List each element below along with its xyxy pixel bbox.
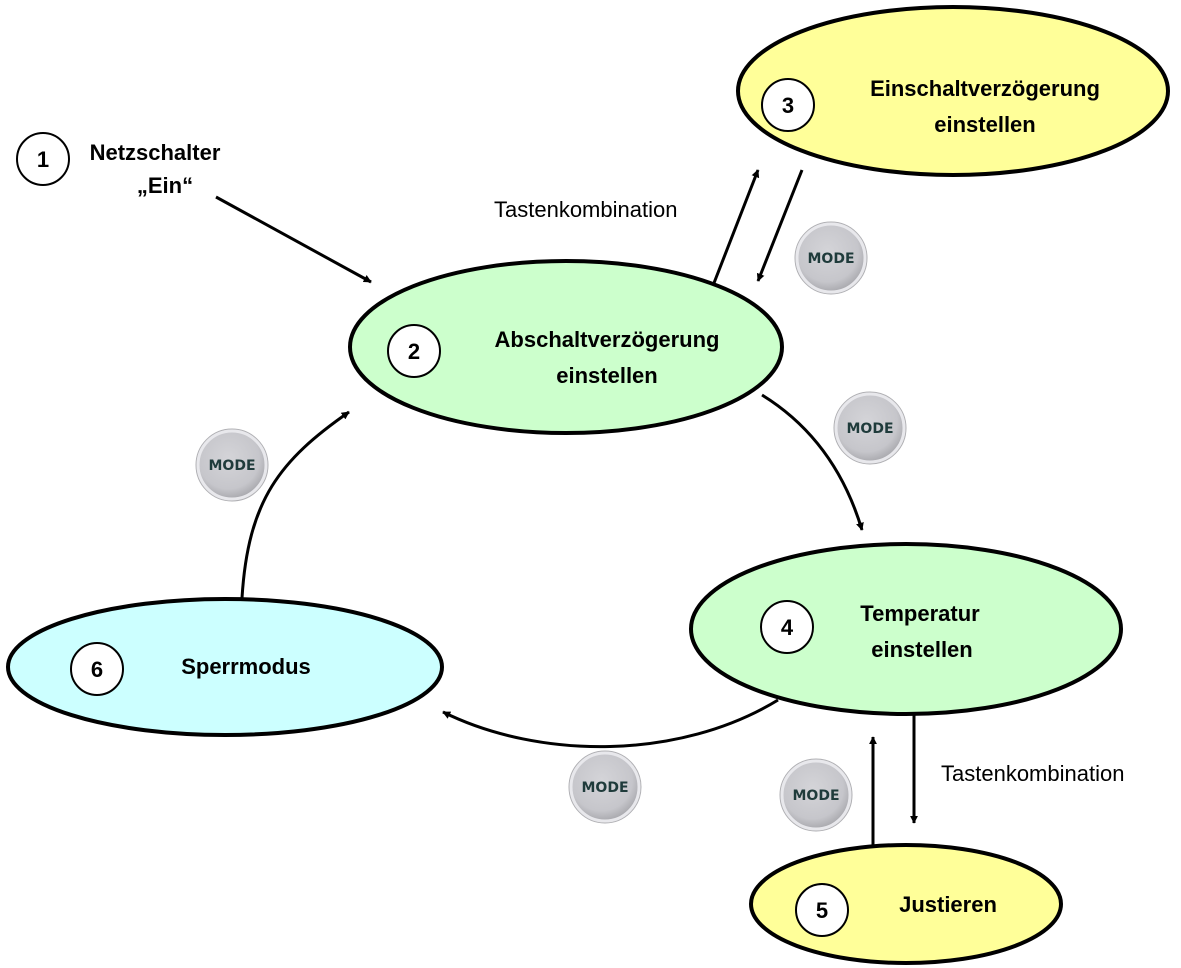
state-2-label-line2: einstellen	[556, 363, 657, 388]
step-3-circle	[761, 78, 815, 132]
step-4-circle	[760, 600, 814, 654]
arrow-4-to-6	[442, 698, 779, 749]
state-3-node: 3 Einschaltverzögerung einstellen	[736, 5, 1170, 177]
key-combination-label-bottom: Tastenkombination	[941, 761, 1124, 786]
step-5-number: 5	[816, 898, 828, 923]
state-4-label-line2: einstellen	[871, 637, 972, 662]
step-3-number: 3	[782, 93, 794, 118]
step-1-number: 1	[37, 147, 49, 172]
power-switch-on-label: „Ein“	[137, 173, 193, 198]
key-combination-label-top: Tastenkombination	[494, 197, 677, 222]
step-6-circle	[70, 642, 124, 696]
mode-button-label: MODE	[208, 458, 255, 474]
step-2-circle	[387, 324, 441, 378]
arrow-3-to-2	[756, 169, 804, 282]
state-5-node: 5 Justieren	[749, 843, 1063, 965]
mode-button-2-to-4[interactable]: MODE	[833, 391, 907, 465]
mode-button-5-to-4[interactable]: MODE	[779, 758, 853, 832]
step-5-circle	[795, 883, 849, 937]
state-3-ellipse	[736, 5, 1170, 177]
mode-button-icon	[196, 429, 268, 501]
arrow-2-to-4	[761, 393, 864, 531]
mode-button-3-to-2[interactable]: MODE	[794, 221, 868, 295]
state-6-ellipse	[6, 597, 444, 737]
mode-button-label: MODE	[846, 421, 893, 437]
start-node: 1 Netzschalter „Ein“	[16, 132, 221, 198]
state-6-node: 6 Sperrmodus	[6, 597, 444, 737]
step-1-circle	[16, 132, 70, 186]
mode-button-icon	[795, 222, 867, 294]
state-4-ellipse	[689, 542, 1123, 716]
state-3-label-line1: Einschaltverzögerung	[870, 76, 1100, 101]
connectors	[215, 169, 918, 850]
state-5-label: Justieren	[899, 892, 997, 917]
mode-button-6-to-2[interactable]: MODE	[195, 428, 269, 502]
mode-button-icon	[569, 751, 641, 823]
state-4-label-line1: Temperatur	[860, 601, 980, 626]
mode-button-label: MODE	[807, 251, 854, 267]
mode-button-4-to-6[interactable]: MODE	[568, 750, 642, 824]
mode-button-label: MODE	[792, 788, 839, 804]
arrow-6-to-2	[240, 410, 350, 599]
mode-button-icon	[780, 759, 852, 831]
arrow-power-on-to-2	[215, 195, 372, 284]
power-switch-label: Netzschalter	[90, 140, 221, 165]
state-6-label: Sperrmodus	[181, 654, 311, 679]
mode-button-icon	[834, 392, 906, 464]
mode-button-label: MODE	[581, 780, 628, 796]
state-2-node: 2 Abschaltverzögerung einstellen	[348, 259, 784, 435]
state-2-ellipse	[348, 259, 784, 435]
step-2-number: 2	[408, 339, 420, 364]
state-2-label-line1: Abschaltverzögerung	[495, 327, 720, 352]
step-6-number: 6	[91, 657, 103, 682]
state-4-node: 4 Temperatur einstellen	[689, 542, 1123, 716]
arrow-2-to-3	[712, 169, 760, 284]
step-4-number: 4	[781, 615, 794, 640]
state-3-label-line2: einstellen	[934, 112, 1035, 137]
